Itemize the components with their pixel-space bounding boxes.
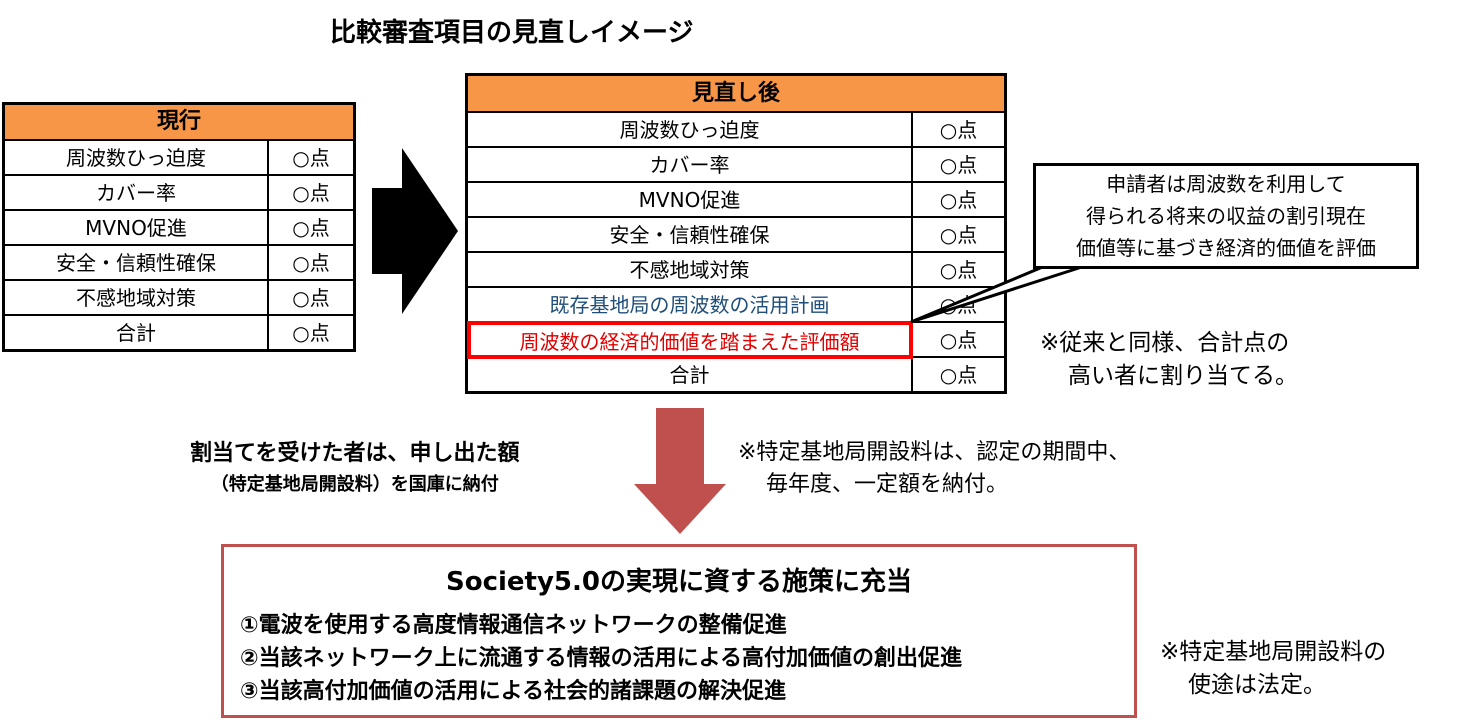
row-score: ○点 bbox=[267, 209, 356, 246]
row-score: ○点 bbox=[911, 251, 1007, 288]
down-arrow-icon bbox=[634, 408, 726, 534]
row-score: ○点 bbox=[267, 244, 356, 281]
row-score: ○点 bbox=[267, 314, 356, 352]
left-note-line: 割当てを受けた者は、申し出た額 bbox=[190, 441, 520, 466]
callout-line: 価値等に基づき経済的価値を評価 bbox=[1076, 236, 1376, 260]
table-row: MVNO促進○点 bbox=[2, 209, 356, 246]
table-row: 安全・信頼性確保○点 bbox=[2, 244, 356, 281]
list-item: ②当該ネットワーク上に流通する情報の活用による高付加価値の創出促進 bbox=[240, 646, 962, 671]
left-note-line: （特定基地局開設料）を国庫に納付 bbox=[210, 474, 499, 496]
note-line: 毎年度、一定額を納付。 bbox=[766, 471, 1009, 497]
page-title: 比較審査項目の見直しイメージ bbox=[330, 18, 694, 48]
table-row: 周波数の経済的価値を踏まえた評価額○点 bbox=[465, 320, 1007, 359]
table-row: 合計○点 bbox=[465, 356, 1007, 394]
note-fee: ※特定基地局開設料は、認定の期間中、 毎年度、一定額を納付。 bbox=[738, 437, 1130, 501]
table-row: MVNO促進○点 bbox=[465, 181, 1007, 218]
callout-line: 申請者は周波数を利用して bbox=[1106, 172, 1346, 196]
note-total: ※従来と同様、合計点の 高い者に割り当てる。 bbox=[1040, 327, 1298, 394]
row-score: ○点 bbox=[911, 321, 1007, 358]
row-label: 周波数ひっ迫度 bbox=[2, 139, 269, 176]
row-label: 周波数ひっ迫度 bbox=[465, 111, 913, 148]
note-usage: ※特定基地局開設料の 使途は法定。 bbox=[1160, 636, 1386, 703]
row-score: ○点 bbox=[267, 279, 356, 316]
row-label: 不感地域対策 bbox=[2, 279, 269, 316]
table-row: 不感地域対策○点 bbox=[2, 279, 356, 316]
goal-list: ①電波を使用する高度情報通信ネットワークの整備促進 ②当該ネットワーク上に流通す… bbox=[240, 609, 962, 708]
row-score: ○点 bbox=[267, 139, 356, 176]
row-label: 合計 bbox=[465, 356, 913, 394]
callout-box: 申請者は周波数を利用して 得られる将来の収益の割引現在 価値等に基づき経済的価値… bbox=[1033, 163, 1419, 269]
row-label: 合計 bbox=[2, 314, 269, 352]
callout-pointer bbox=[910, 264, 1086, 324]
list-item: ③当該高付加価値の活用による社会的諸課題の解決促進 bbox=[240, 679, 786, 704]
revised-table-header: 見直し後 bbox=[465, 73, 1007, 113]
left-note: 割当てを受けた者は、申し出た額 （特定基地局開設料）を国庫に納付 bbox=[190, 436, 520, 500]
note-line: ※従来と同様、合計点の bbox=[1040, 330, 1290, 356]
row-score: ○点 bbox=[911, 356, 1007, 394]
row-label-economic-value: 周波数の経済的価値を踏まえた評価額 bbox=[465, 320, 913, 359]
row-score: ○点 bbox=[911, 111, 1007, 148]
note-line: ※特定基地局開設料の bbox=[1160, 639, 1387, 665]
row-label: カバー率 bbox=[465, 146, 913, 183]
row-label: MVNO促進 bbox=[465, 181, 913, 218]
row-label: 不感地域対策 bbox=[465, 251, 913, 288]
note-line: 高い者に割り当てる。 bbox=[1068, 363, 1298, 390]
row-label: MVNO促進 bbox=[2, 209, 269, 246]
current-table: 現行 周波数ひっ迫度○点 カバー率○点 MVNO促進○点 安全・信頼性確保○点 … bbox=[2, 102, 356, 352]
current-table-header: 現行 bbox=[2, 102, 356, 141]
note-line: 使途は法定。 bbox=[1188, 672, 1326, 699]
table-row: 不感地域対策○点 bbox=[465, 251, 1007, 288]
goal-title: Society5.0の実現に資する施策に充当 bbox=[446, 567, 912, 597]
row-score: ○点 bbox=[267, 174, 356, 211]
table-row: カバー率○点 bbox=[2, 174, 356, 211]
row-label-new-plan: 既存基地局の周波数の活用計画 bbox=[465, 286, 913, 323]
row-score: ○点 bbox=[911, 216, 1007, 253]
table-row: 合計○点 bbox=[2, 314, 356, 352]
table-row: 安全・信頼性確保○点 bbox=[465, 216, 1007, 253]
note-line: ※特定基地局開設料は、認定の期間中、 bbox=[738, 440, 1131, 465]
goal-box: Society5.0の実現に資する施策に充当 ①電波を使用する高度情報通信ネット… bbox=[221, 544, 1137, 718]
row-label: カバー率 bbox=[2, 174, 269, 211]
table-row: カバー率○点 bbox=[465, 146, 1007, 183]
callout-line: 得られる将来の収益の割引現在 bbox=[1086, 204, 1366, 228]
list-item: ①電波を使用する高度情報通信ネットワークの整備促進 bbox=[240, 613, 787, 638]
table-row: 周波数ひっ迫度○点 bbox=[2, 139, 356, 176]
row-score: ○点 bbox=[911, 146, 1007, 183]
row-label: 安全・信頼性確保 bbox=[2, 244, 269, 281]
row-label: 安全・信頼性確保 bbox=[465, 216, 913, 253]
economic-value-highlight: 周波数の経済的価値を踏まえた評価額 bbox=[466, 320, 913, 359]
row-score: ○点 bbox=[911, 181, 1007, 218]
table-row: 周波数ひっ迫度○点 bbox=[465, 111, 1007, 148]
revised-table: 見直し後 周波数ひっ迫度○点 カバー率○点 MVNO促進○点 安全・信頼性確保○… bbox=[465, 73, 1007, 394]
right-arrow-icon bbox=[372, 148, 458, 314]
